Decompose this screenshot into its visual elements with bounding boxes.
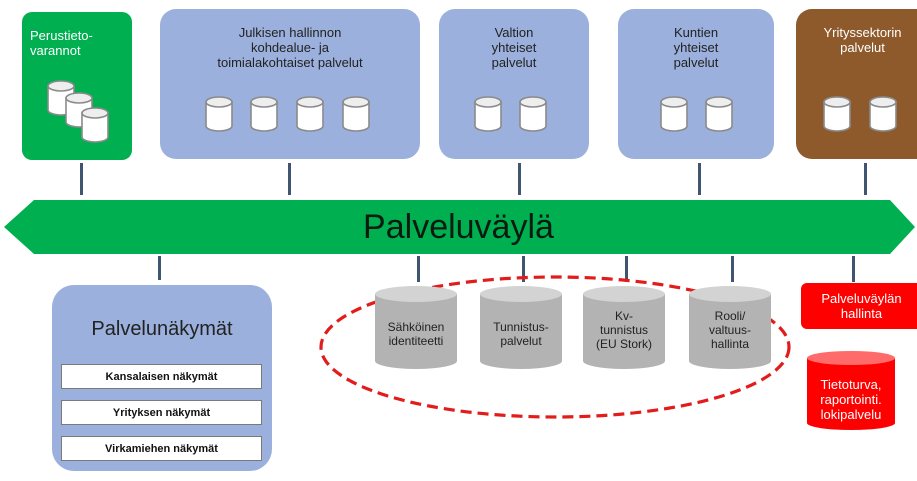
service-bus-arrow — [4, 200, 915, 254]
yrityssektori-box — [796, 9, 917, 159]
database-icon — [868, 96, 898, 132]
julkinen-hallinto-label: Julkisen hallinnon kohdealue- ja toimial… — [217, 25, 363, 70]
valtio-box — [439, 9, 589, 159]
security-logging-label: Tietoturva, raportointi. lokipalvelu — [820, 377, 882, 422]
electronic-identity-label: Sähköinen identiteetti — [387, 320, 445, 348]
yrityssektori-label: Yrityssektorin palvelut — [823, 25, 902, 55]
connector-line — [625, 256, 628, 282]
connector-line — [518, 163, 521, 195]
bus-management-label: Palveluväylän hallinta — [821, 291, 902, 321]
identity-services-dashed-ellipse — [319, 275, 791, 419]
database-icon — [704, 96, 734, 132]
business-view-button[interactable]: Yrityksen näkymät — [61, 400, 262, 425]
kunta-box — [618, 9, 774, 159]
connector-line — [852, 256, 855, 282]
connector-line — [522, 256, 525, 282]
database-icon — [204, 96, 234, 132]
international-authentication-label: Kv- tunnistus (EU Stork) — [595, 309, 652, 351]
julkinen-hallinto-box — [160, 9, 420, 159]
valtio-label: Valtion yhteiset palvelut — [491, 25, 537, 70]
international-authentication-cylinder — [583, 286, 665, 369]
authentication-services-cylinder — [480, 286, 562, 369]
official-view-button[interactable]: Virkamiehen näkymät — [61, 436, 262, 461]
connector-line — [288, 163, 291, 195]
database-icon — [518, 96, 548, 132]
connector-line — [417, 256, 420, 282]
perustietovarannot-box — [22, 12, 132, 160]
role-authorization-label: Rooli/ valtuus- hallinta — [708, 309, 752, 351]
citizen-view-button[interactable]: Kansalaisen näkymät — [61, 364, 262, 389]
perustietovarannot-label: Perustieto- varannot — [30, 28, 93, 58]
database-icon — [341, 96, 371, 132]
security-logging-cylinder — [807, 351, 895, 430]
connector-line — [864, 163, 867, 195]
connector-line — [698, 163, 701, 195]
stacked-database-icon — [47, 80, 109, 143]
database-icon — [659, 96, 689, 132]
bus-management-box — [801, 283, 917, 329]
authentication-services-label: Tunnistus- palvelut — [493, 320, 549, 348]
connector-line — [80, 163, 83, 195]
database-icon — [249, 96, 279, 132]
role-authorization-cylinder — [689, 286, 771, 369]
service-views-title: Palvelunäkymät — [91, 318, 233, 340]
kunta-label: Kuntien yhteiset palvelut — [673, 25, 719, 70]
connector-line — [158, 256, 161, 280]
database-icon — [473, 96, 503, 132]
database-icon — [822, 96, 852, 132]
electronic-identity-cylinder — [375, 286, 457, 369]
database-icon — [295, 96, 325, 132]
connector-line — [731, 256, 734, 282]
service-bus-label: Palveluväylä — [363, 208, 554, 246]
